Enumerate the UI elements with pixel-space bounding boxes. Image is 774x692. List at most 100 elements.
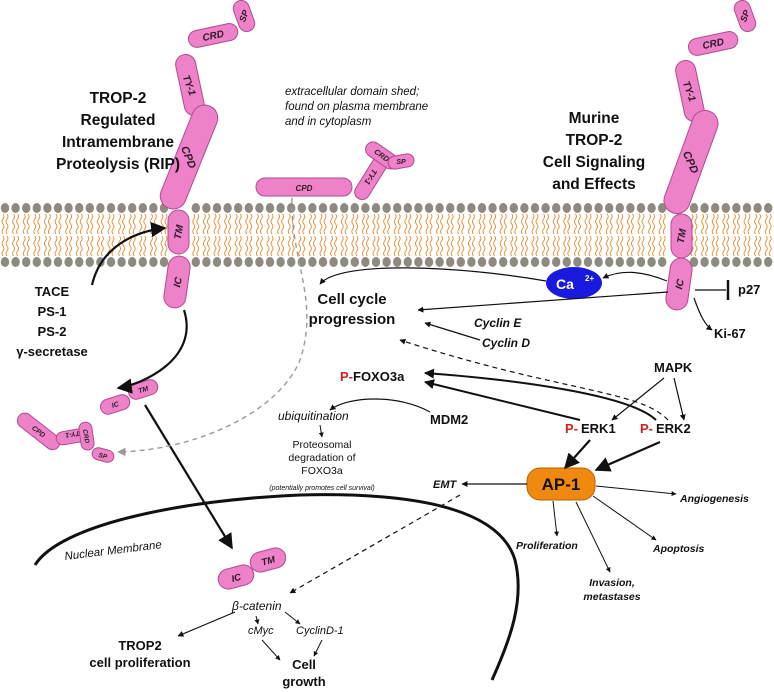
lipid-head [541,257,550,267]
arrows [90,197,730,661]
shed-note: extracellular domain shed; found on plas… [285,86,428,128]
lipid-tail [164,213,168,235]
lipid-head [711,257,720,267]
cpd-domain [16,412,61,451]
svg-text:Proteolysis (RIP): Proteolysis (RIP) [56,156,180,173]
lipid-tail [446,213,450,235]
lipid-head [393,203,402,213]
lipid-tail [425,235,429,257]
lipid-tail [630,235,634,257]
lipid-tail [96,235,100,257]
lipid-tail [160,213,164,235]
svg-text:TM: TM [676,228,689,245]
lipid-tail [344,213,348,235]
lipid-tail [139,213,143,235]
arrow-cmyc-growth [261,639,281,661]
lipid-head [43,257,52,267]
lipid-tail [489,235,493,257]
lipid-head [308,257,317,267]
lipid-head [435,203,444,213]
arrow-ap1-apoptosis [592,495,657,541]
lipid-head [350,203,359,213]
lipid-tail [503,213,507,235]
lipid-tail [255,213,259,235]
lipid-head [255,203,264,213]
lipid-tail [196,213,200,235]
lipid-tail [514,213,518,235]
lipid-tail [372,213,376,235]
svg-text:TM: TM [260,554,277,568]
lipid-tail [90,213,94,235]
lipid-tail [298,235,302,257]
lipid-tail [584,213,588,235]
lipid-head [477,203,487,213]
lipid-tail [535,213,539,235]
lipid-tail [732,213,736,235]
lipid-tail [277,213,281,235]
lipid-head [573,203,582,213]
arrow-cmyc [254,615,260,625]
cell-growth-label-2: growth [282,674,325,689]
lipid-tail [489,213,493,235]
lipid-tail [648,235,652,257]
lipid-head [721,257,730,267]
lipid-head [403,203,412,213]
lipid-tail [418,235,422,257]
lipid-tail [499,235,503,257]
svg-text:CPD: CPD [296,184,313,193]
lipid-head [276,203,285,213]
arrow-cyclind1 [284,611,301,625]
lipid-tail [436,213,440,235]
lipid-tail [620,213,624,235]
lipid-tail [503,235,507,257]
lipid-tail [524,235,528,257]
lipid-tail [228,213,232,235]
lipid-tail [546,213,550,235]
erk2-label: P-ERK2 [640,421,691,436]
lipid-head [382,203,391,213]
lipid-tail [340,235,344,257]
lipid-tail [365,235,369,257]
lipid-head [297,203,306,213]
arrow-erk2-foxo [424,368,657,421]
lipid-tail [461,213,465,235]
svg-text:Murine: Murine [569,110,620,127]
lipid-tail [291,235,295,257]
lipid-tail [754,235,758,257]
lipid-tail [768,213,772,235]
arrow-ic-to-calcium [602,271,668,282]
lipid-tail [376,213,380,235]
lipid-tail [33,235,37,257]
arrow-trop2-prolif [177,611,236,637]
cyclin-d-label: Cyclin D [482,336,530,350]
arrow-ap1-angiogenesis [595,485,677,497]
foxo3a-label: P-FOXO3a [340,369,405,384]
lipid-head [700,257,709,267]
lipid-tail [281,235,285,257]
svg-text:TROP-2: TROP-2 [90,90,147,107]
lipid-head [509,203,518,213]
lipid-head [191,203,200,213]
lipid-head [96,203,105,213]
lipid-tail [637,213,641,235]
svg-text:γ-secretase: γ-secretase [16,344,88,359]
degradation-label-1: Proteosomal [293,439,352,451]
lipid-head [361,203,370,213]
lipid-head [64,257,73,267]
lipid-tail [351,213,355,235]
cleaved-fragment-ecd: CPD TY-1 CRD SP [16,412,115,463]
lipid-tail [255,235,259,257]
lipid-tail [743,213,747,235]
lipid-head [361,257,370,267]
lipid-tail [626,213,630,235]
lipid-tail [620,235,624,257]
cpd-domain [255,177,353,197]
svg-text:SP: SP [237,8,251,24]
lipid-tail [192,235,196,257]
lipid-tail [340,213,344,235]
erk1-label: P-ERK1 [565,421,616,436]
lipid-tail [213,235,217,257]
lipid-head [340,257,349,267]
lipid-tail [722,235,726,257]
lipid-tail [54,235,58,257]
